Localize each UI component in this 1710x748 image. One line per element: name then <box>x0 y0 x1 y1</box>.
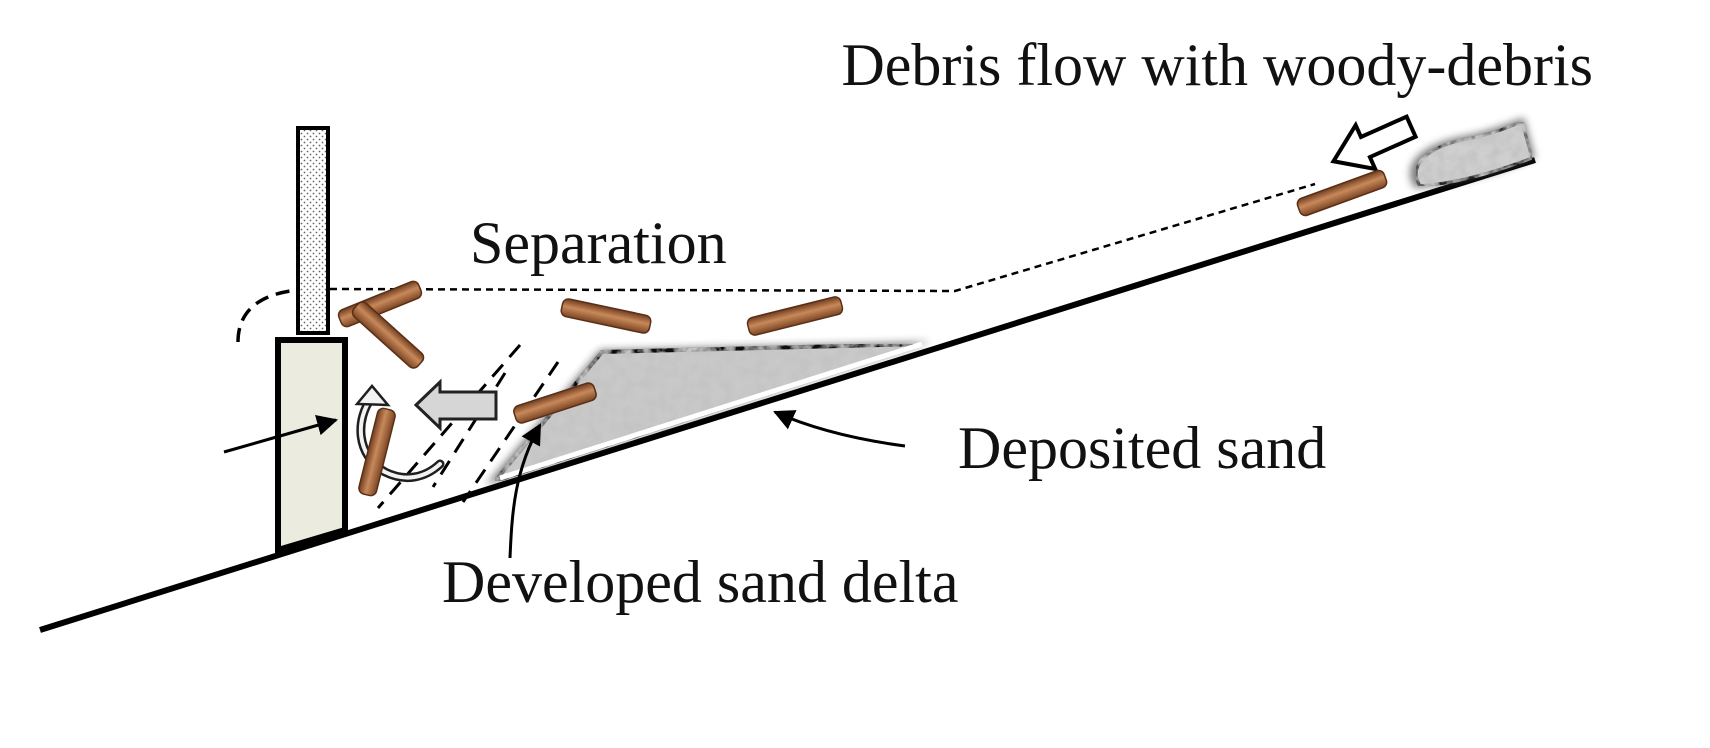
label-debris-flow: Debris flow with woody-debris <box>841 32 1593 98</box>
sand-delta-leader <box>508 423 542 559</box>
ground-slope-line <box>39 157 1536 633</box>
dam-slit-column <box>296 126 330 335</box>
debris-flow-front <box>1410 118 1535 188</box>
flow-dashed-lines <box>376 344 560 509</box>
log-3 <box>560 298 652 334</box>
dam-body <box>275 337 348 555</box>
woody-debris <box>337 169 1388 497</box>
label-separation: Separation <box>470 210 727 276</box>
label-deposited-sand: Deposited sand <box>958 415 1326 481</box>
log-6 <box>358 407 396 497</box>
label-developed-sand-delta: Developed sand delta <box>442 549 958 615</box>
pressure-arrow <box>223 414 339 454</box>
separation-water-surface-line <box>329 182 1316 293</box>
sand-delta <box>486 341 930 485</box>
log-2 <box>351 301 425 369</box>
deposited-sand-leader <box>773 410 906 448</box>
hollow-arrow-left-icon <box>1330 114 1419 172</box>
circular-arrow-icon <box>354 384 445 483</box>
overflow-arc <box>236 288 299 343</box>
log-4 <box>746 296 844 336</box>
reverse-flow-arrow <box>413 378 498 432</box>
log-7 <box>1296 169 1388 217</box>
log-5 <box>513 382 597 424</box>
